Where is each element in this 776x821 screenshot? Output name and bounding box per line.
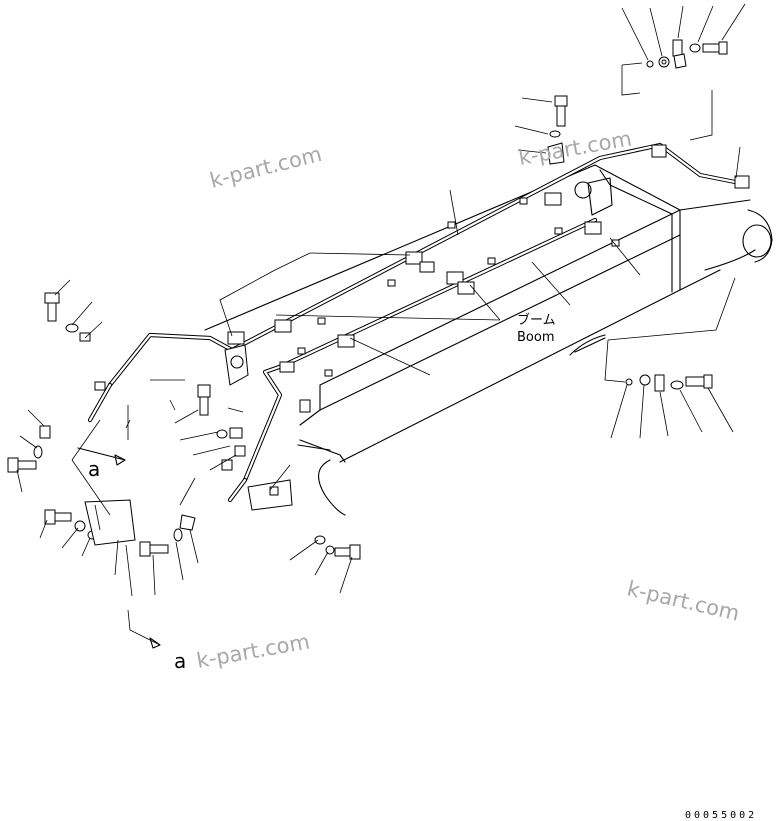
boom-body: [204, 164, 773, 516]
leader-lines: [16, 3, 746, 597]
boom-label-en: Boom: [517, 330, 555, 345]
watermark: k-part.com: [207, 142, 324, 193]
drawing-code: 00055002: [685, 810, 757, 821]
top-right-hardware: [621, 39, 728, 141]
tube-clamps: [224, 144, 750, 386]
boom-nuts: [297, 197, 620, 377]
watermark: k-part.com: [517, 126, 634, 169]
watermark: k-part.com: [625, 576, 742, 625]
tube-bends: [87, 382, 248, 503]
right-hardware: [604, 277, 736, 392]
top-bolt-stack: [547, 95, 568, 165]
watermark: k-part.com: [195, 629, 312, 672]
boom-label-jp: ブーム: [517, 312, 556, 328]
view-a-label-bottom: a: [174, 649, 186, 673]
left-hardware: [7, 292, 361, 560]
view-a-label-top: a: [88, 457, 100, 481]
view-a-arrows: [77, 447, 161, 649]
